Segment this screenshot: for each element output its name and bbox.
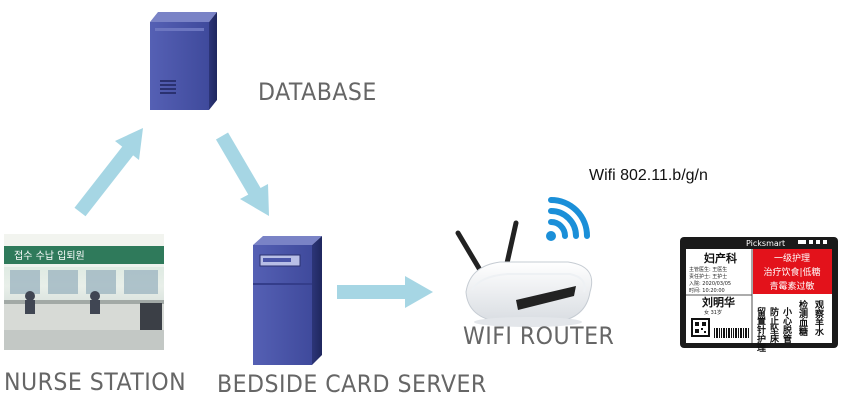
arrow-database-to-server [215,132,269,216]
bedside-card-server-label: BEDSIDE CARD SERVER [217,370,487,398]
wifi-router-label: WIFI ROUTER [463,322,615,350]
wifi-router-icon [455,220,593,327]
card-patient-name: 刘明华 [702,295,735,309]
database-label: DATABASE [258,78,377,106]
nurse-station-label: NURSE STATION [4,368,187,396]
arrow-nurse-to-database [74,128,143,217]
card-care-level: 一级护理 [774,252,810,264]
card-qr-code [691,318,710,337]
database-server-icon [150,12,217,110]
card-time: 时间: 10:20:00 [689,287,725,294]
card-note-3: 小心脱管 [781,306,793,344]
card-diet: 治疗饮食|低糖 [763,266,820,278]
card-department: 妇产科 [703,251,737,265]
bedside-epaper-card: Picksmart 妇产科 主管医生: 王医生 责任护士: 王护士 入院: 20… [680,237,838,352]
card-patient-info: 女 31岁 [704,309,722,316]
card-doctor: 主管医生: 王医生 [689,266,727,273]
card-note-2: 防止坠床 [768,306,779,344]
bedside-card-server-icon [253,236,322,365]
card-nurse: 责任护士: 王护士 [689,273,727,280]
svg-text:접수 수납 입퇴원: 접수 수납 입퇴원 [14,249,85,262]
wifi-standard-label: Wifi 802.11.b/g/n [589,167,708,184]
nurse-station-photo: 접수 수납 입퇴원 [4,234,164,350]
card-barcode [714,328,749,338]
card-brand: Picksmart [746,239,785,248]
card-note-5: 观察羊水 [813,300,824,337]
card-admit: 入院: 2020/03/05 [689,280,731,287]
card-note-4: 检测血糖 [797,299,808,337]
card-note-1: 留置针护理 [755,306,766,352]
wifi-signal-icon [546,197,590,241]
arrow-server-to-router [337,276,433,308]
card-allergy: 青霉素过敏 [769,280,814,292]
